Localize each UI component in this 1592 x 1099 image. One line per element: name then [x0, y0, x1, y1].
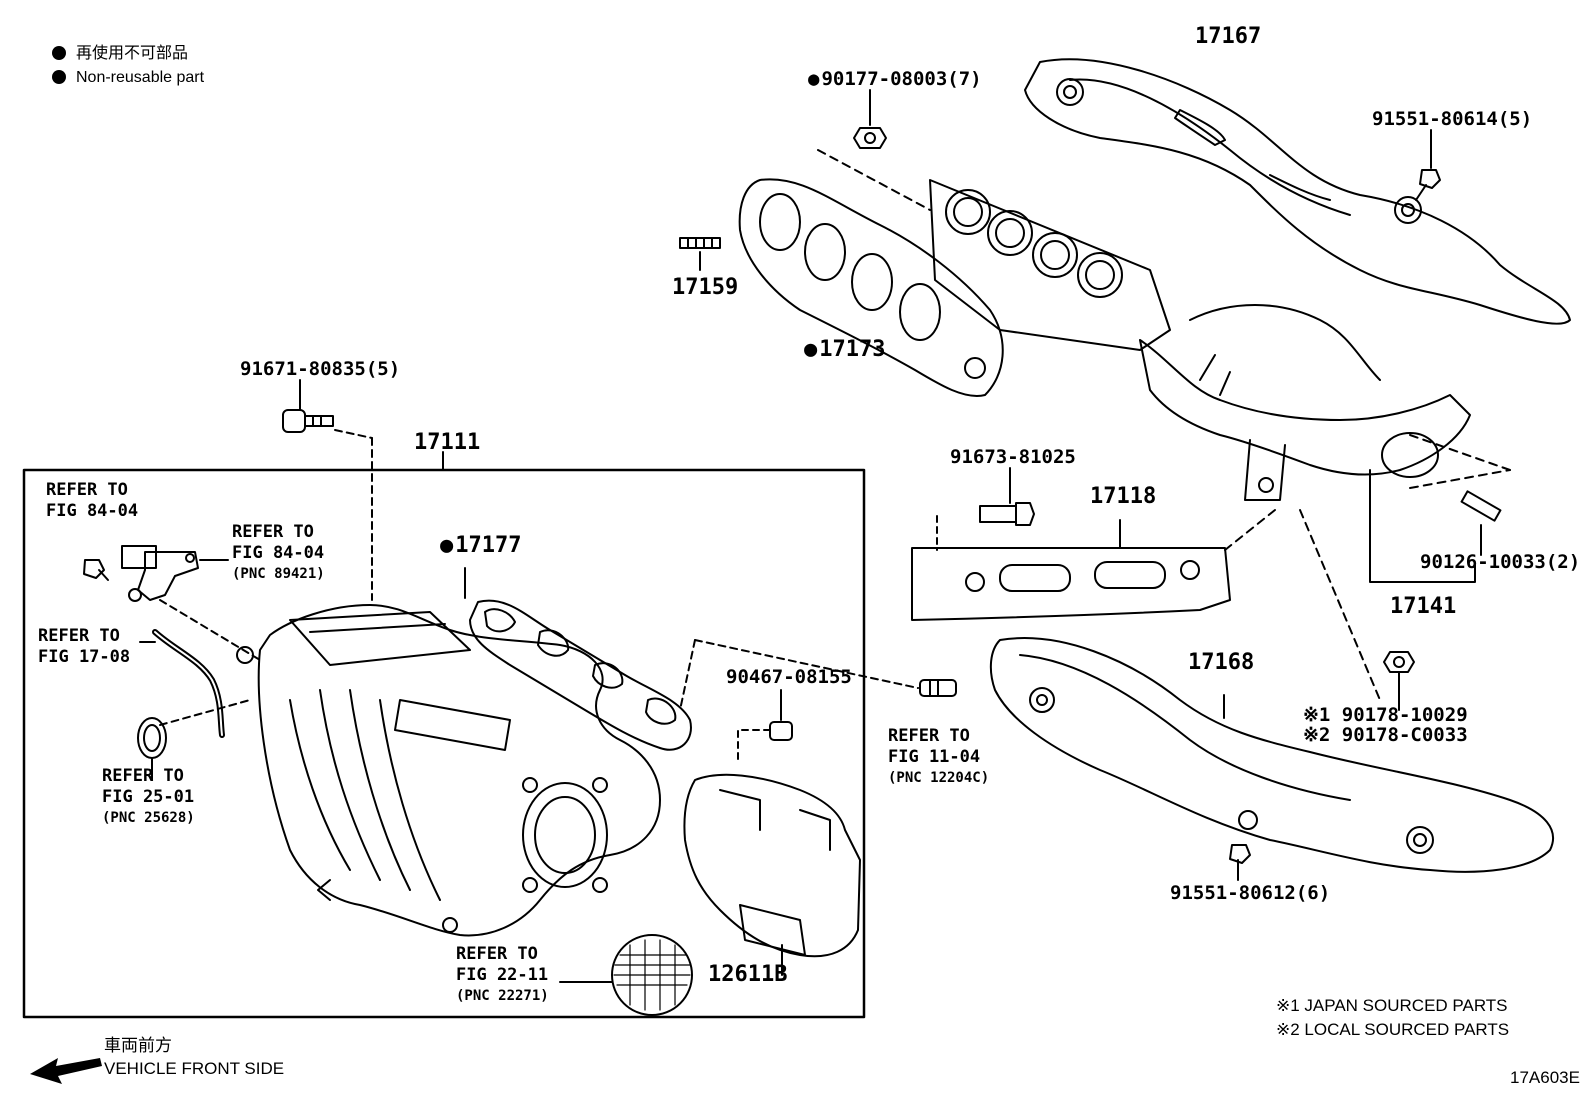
part-label-90178-b[interactable]: ※2 90178-C0033 [1303, 724, 1468, 746]
stud-90126-shape [1369, 434, 1511, 583]
part-label-17168[interactable]: 17168 [1188, 650, 1255, 675]
part-label-90177[interactable]: 90177-08003(7) [808, 68, 981, 90]
legend: 再使用不可部品 Non-reusable part [52, 42, 204, 90]
part-label-91673[interactable]: 91673-81025 [950, 446, 1076, 468]
heat-insulator-17167-shape [1024, 58, 1571, 325]
refer-17-08[interactable]: REFER TO FIG 17-08 [38, 626, 130, 668]
legend-row-en: Non-reusable part [52, 66, 204, 90]
vehicle-front-en: VEHICLE FRONT SIDE [104, 1059, 285, 1078]
refer-line2: FIG 84-04 [46, 501, 139, 521]
refer-11-04[interactable]: REFER TO FIG 11-04 (PNC 12204C) [888, 726, 989, 789]
nut-90177-shape [817, 89, 931, 211]
part-label-17118[interactable]: 17118 [1090, 484, 1157, 509]
stud-17159-shape [679, 237, 721, 271]
refer-line1: REFER TO [232, 522, 314, 542]
refer-line2: FIG 84-04 [232, 543, 325, 563]
note-japan-sourced: ※1 JAPAN SOURCED PARTS [1276, 996, 1508, 1015]
gasket-17177-shape [464, 567, 692, 751]
intake-manifold-shape [236, 604, 661, 937]
part-label-90467[interactable]: 90467-08155 [726, 666, 852, 688]
part-label-90178-a[interactable]: ※1 90178-10029 [1303, 704, 1468, 726]
part-label-17167[interactable]: 17167 [1195, 24, 1262, 49]
bolt-91551-80614-shape [1415, 129, 1441, 201]
refer-25-01[interactable]: REFER TO FIG 25-01 (PNC 25628) [102, 766, 195, 829]
refer-line1: REFER TO [46, 480, 128, 500]
refer-line2: FIG 11-04 [888, 747, 981, 767]
exhaust-manifold-17141-shape [929, 179, 1471, 501]
nut-90178-shape [1299, 509, 1415, 711]
sourcing-notes: ※1 JAPAN SOURCED PARTS ※2 LOCAL SOURCED … [1276, 996, 1509, 1044]
refer-pnc: (PNC 25628) [102, 810, 195, 826]
refer-line1: REFER TO [456, 944, 538, 964]
front-arrow [30, 1058, 102, 1084]
part-label-90126[interactable]: 90126-10033(2) [1420, 551, 1581, 573]
refer-line2: FIG 17-08 [38, 647, 131, 667]
bracket-17118-shape [911, 509, 1276, 621]
refer-pnc: (PNC 12204C) [888, 770, 990, 786]
bolt-91551-80612-shape [1229, 844, 1251, 881]
sensor-shape [83, 545, 261, 661]
refer-line2: FIG 25-01 [102, 787, 195, 807]
part-label-17177[interactable]: 17177 [440, 533, 521, 558]
heat-insulator-17168-shape [989, 637, 1555, 873]
vehicle-front-ja: 車両前方 [104, 1036, 172, 1055]
figure-code: 17A603E [1510, 1068, 1580, 1087]
part-label-91551-80614[interactable]: 91551-80614(5) [1372, 108, 1533, 130]
refer-pnc: (PNC 89421) [232, 566, 325, 582]
gasket-17173-shape [738, 178, 1004, 397]
refer-84-04-a[interactable]: REFER TO FIG 84-04 [46, 480, 138, 522]
part-label-91671[interactable]: 91671-80835(5) [240, 358, 401, 380]
note-local-sourced: ※2 LOCAL SOURCED PARTS [1276, 1020, 1510, 1039]
refer-22-11[interactable]: REFER TO FIG 22-11 (PNC 22271) [456, 944, 549, 1007]
hose-shape [139, 629, 225, 738]
part-label-17173[interactable]: 17173 [804, 337, 885, 362]
vehicle-front-label: 車両前方 VEHICLE FRONT SIDE [104, 1034, 284, 1080]
refer-line1: REFER TO [102, 766, 184, 786]
plug-90467-shape [737, 689, 793, 761]
bolt-91671-shape [282, 379, 373, 601]
bolt-91673-shape [979, 467, 1035, 526]
legend-row-ja: 再使用不可部品 [52, 42, 204, 66]
refer-line1: REFER TO [38, 626, 120, 646]
part-label-17141[interactable]: 17141 [1390, 594, 1457, 619]
cover-12611B-shape [683, 773, 861, 976]
part-label-12611B[interactable]: 12611B [708, 962, 788, 987]
legend-en-text: Non-reusable part [76, 69, 205, 86]
non-reusable-dot-icon [52, 46, 66, 60]
oring-shape [137, 699, 251, 781]
refer-line2: FIG 22-11 [456, 965, 549, 985]
mesh-shape [559, 934, 693, 1016]
part-label-91551-80612[interactable]: 91551-80612(6) [1170, 882, 1331, 904]
refer-line1: REFER TO [888, 726, 970, 746]
part-label-17111[interactable]: 17111 [414, 430, 481, 455]
refer-pnc: (PNC 22271) [456, 988, 549, 1004]
part-label-17159[interactable]: 17159 [672, 275, 739, 300]
non-reusable-dot-icon [52, 70, 66, 84]
refer-84-04-b[interactable]: REFER TO FIG 84-04 (PNC 89421) [232, 522, 325, 585]
legend-ja-text: 再使用不可部品 [76, 45, 189, 62]
plug-11-04-shape [679, 639, 957, 711]
